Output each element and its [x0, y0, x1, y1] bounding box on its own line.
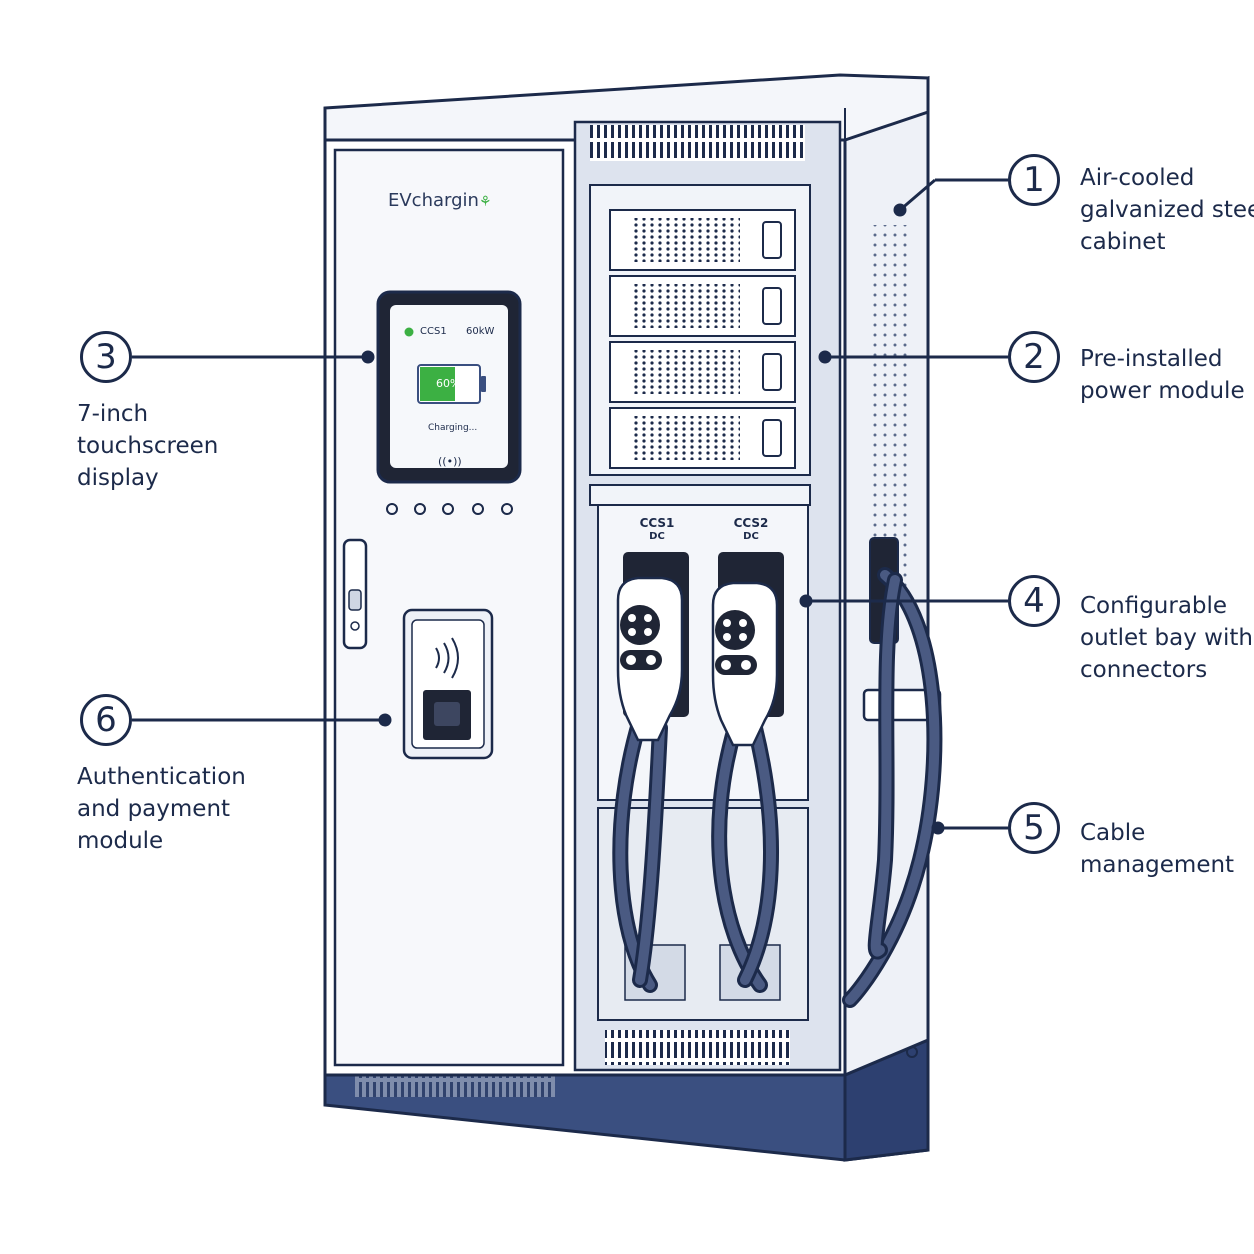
outlet-label-ccs2: CCS2 DC — [733, 516, 769, 542]
status-icon-row — [386, 503, 513, 515]
battery-indicator — [417, 364, 486, 404]
callout-6-number: 6 — [80, 694, 132, 746]
callout-4-label: Configurable outlet bay with connectors — [1080, 593, 1253, 683]
contactless-icon: ((•)) — [438, 455, 462, 468]
ccs1-connector[interactable] — [616, 576, 684, 742]
callout-6-label: Authentication and payment module — [77, 764, 246, 854]
callout-4-number: 4 — [1008, 575, 1060, 627]
payment-module[interactable] — [402, 608, 494, 760]
screen-status: Charging... — [428, 423, 478, 433]
screen-connector-label: CCS1 — [420, 326, 447, 337]
callout-1-number: 1 — [1008, 154, 1060, 206]
brand-logo: EVchargin⚘ — [388, 190, 492, 211]
power-module — [609, 209, 796, 271]
plug-icon — [501, 503, 513, 515]
outlet-label-ccs1: CCS1 DC — [639, 516, 675, 542]
door-handle[interactable] — [342, 538, 368, 650]
power-module — [609, 407, 796, 469]
callout-2-number: 2 — [1008, 331, 1060, 383]
callout-2-label: Pre-installed power module — [1080, 346, 1245, 404]
cable-management[interactable] — [842, 537, 943, 1008]
power-module — [609, 275, 796, 337]
user-icon — [472, 503, 484, 515]
power-module — [609, 341, 796, 403]
callout-5-number: 5 — [1008, 802, 1060, 854]
settings-icon — [414, 503, 426, 515]
ccs2-connector[interactable] — [711, 581, 779, 747]
contactless-icon — [435, 637, 459, 679]
callout-leaders — [132, 178, 1008, 835]
callout-5-label: Cable management — [1080, 820, 1235, 878]
front-door — [333, 148, 565, 1067]
power-module-rack — [609, 209, 796, 469]
callout-3-number: 3 — [80, 331, 132, 383]
callout-3-label: 7-inch touchscreen display — [77, 401, 219, 491]
power-icon — [386, 503, 398, 515]
screen-power-label: 60kW — [466, 326, 495, 337]
leaf-icon: ⚘ — [478, 194, 492, 210]
info-icon — [442, 503, 454, 515]
screen-battery-percent: 60% — [436, 377, 461, 390]
callout-1-label: Air-cooled galvanized steel cabinet — [1080, 165, 1254, 255]
connector-cables — [612, 712, 779, 993]
